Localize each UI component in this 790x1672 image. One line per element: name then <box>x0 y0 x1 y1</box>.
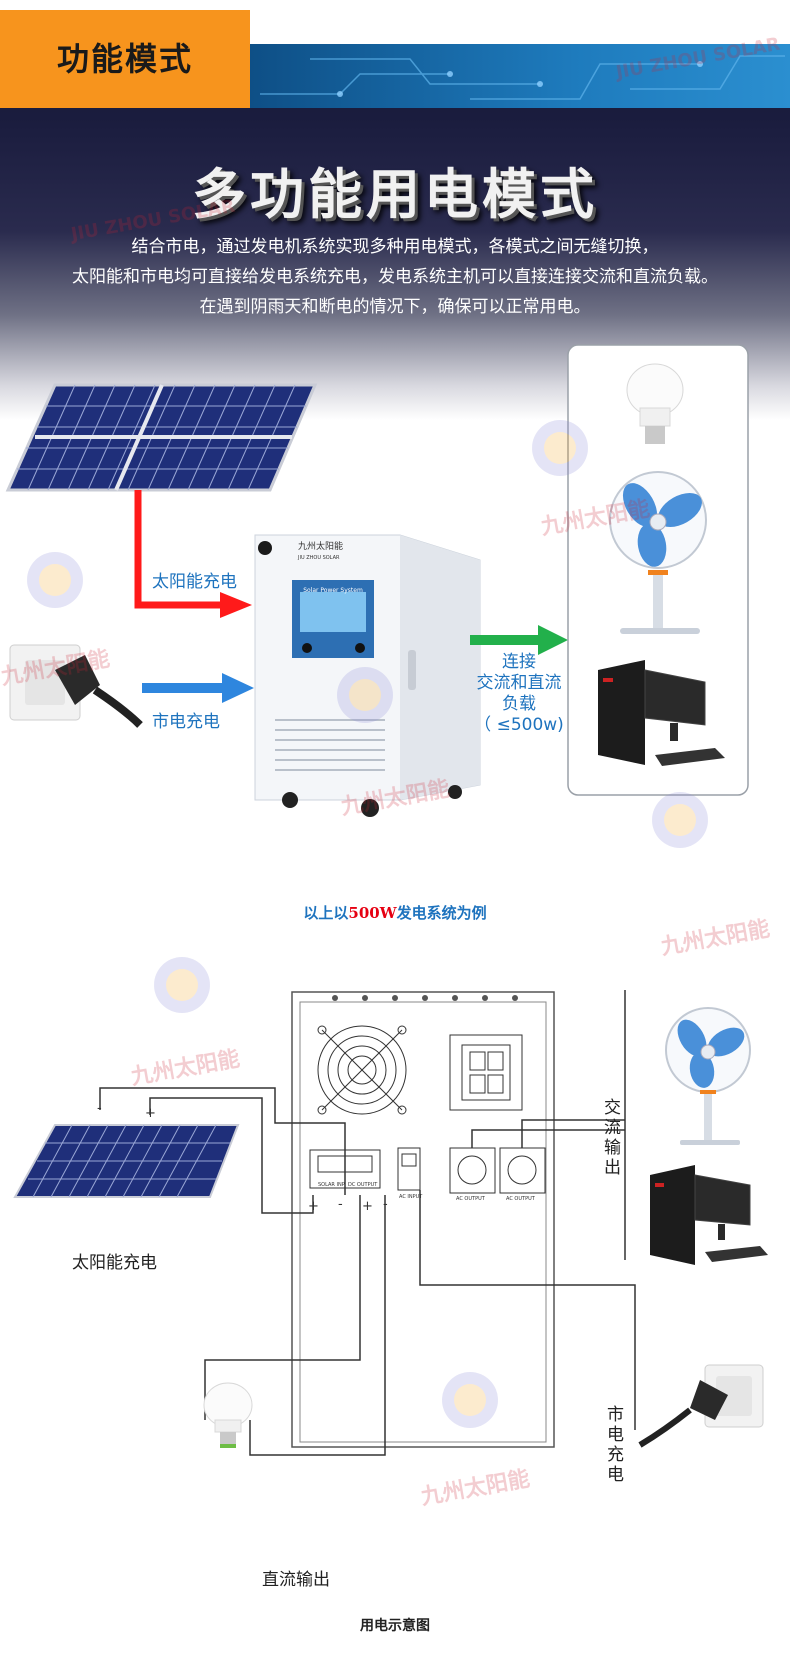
solar-arrow <box>134 490 252 618</box>
watermark-logo-1 <box>27 552 83 608</box>
solar-panel-image <box>5 383 318 492</box>
port-label-dc: DC OUTPUT <box>348 1182 378 1188</box>
watermark-logo-6 <box>442 1372 498 1428</box>
hero-line-3: 在遇到阴雨天和断电的情况下，确保可以正常用电。 <box>199 297 591 317</box>
computer-image <box>598 660 725 766</box>
section-tab-label: 功能模式 <box>56 40 193 78</box>
wiring <box>99 990 636 1456</box>
hero-line-2: 太阳能和市电均可直接给发电系统充电，发电系统主机可以直接连接交流和直流负载。 <box>72 267 718 287</box>
port-label-solar: SOLAR INP <box>318 1182 345 1188</box>
port-label-acout-1: AC OUTPUT <box>456 1196 486 1202</box>
port-label-acin: AC INPUT <box>399 1194 423 1200</box>
caption-pre: 以上以 <box>303 904 349 922</box>
section-tab <box>0 10 250 108</box>
cabinet-outline <box>291 991 555 1448</box>
output-label: 连接 交流和直流 负载 （ ≤500w) <box>465 652 573 736</box>
watermark-logo-2 <box>337 667 393 723</box>
panel-minus-2: - <box>383 1197 388 1212</box>
switch-icon <box>449 1034 523 1111</box>
port-label-acout-2: AC OUTPUT <box>506 1196 536 1202</box>
hero-title: 多功能用电模式 <box>192 163 598 226</box>
unit-screen-text: Solar Power System <box>303 587 363 594</box>
caption-post: 发电系统为例 <box>396 904 487 922</box>
unit-brand-en: JIU ZHOU SOLAR <box>297 555 340 561</box>
bulb-small-image <box>203 1382 253 1448</box>
watermark-logo-3 <box>532 420 588 476</box>
power-unit-image: Solar Power System 九州太阳能 JIU ZHOU SOLAR <box>254 534 481 817</box>
output-arrow <box>470 625 568 655</box>
solar-panel-small-image <box>13 1124 240 1198</box>
loads-box <box>567 344 749 796</box>
grid-charge-label: 市电充电 <box>152 712 220 732</box>
d2-solar-label: 太阳能充电 <box>72 1253 157 1273</box>
bulb-image <box>626 363 684 444</box>
panel-minus-1: - <box>338 1197 343 1212</box>
diagram-1-caption: 以上以500W发电系统为例 <box>0 902 790 923</box>
caption-highlight: 500W <box>348 904 397 922</box>
watermark-logo-5 <box>154 957 210 1013</box>
wall-socket-small-image <box>638 1364 764 1448</box>
grid-arrow <box>142 673 254 703</box>
output-line-2: 交流和直流 <box>476 673 562 693</box>
output-line-3: 负载 <box>502 694 536 714</box>
hero-line-1: 结合市电，通过发电机系统实现多种用电模式，各模式之间无缝切换， <box>131 237 659 257</box>
diagram-1: Solar Power System 九州太阳能 JIU ZHOU SOLAR <box>5 344 749 848</box>
solar-plus: + <box>145 1106 156 1121</box>
watermark-logo-4 <box>652 792 708 848</box>
solar-charge-label: 太阳能充电 <box>152 572 237 592</box>
panel-plus-1: + <box>308 1199 319 1214</box>
unit-brand: 九州太阳能 <box>298 540 343 552</box>
d2-dc-label: 直流输出 <box>262 1570 330 1590</box>
wall-socket-image <box>9 644 143 728</box>
solar-minus: - <box>97 1101 102 1116</box>
fan-image <box>609 471 707 634</box>
d2-grid-label: 市电充电 <box>607 1405 624 1485</box>
circuit-banner <box>250 44 790 108</box>
fan-small-image <box>665 1007 751 1145</box>
computer-small-image <box>650 1165 768 1265</box>
fan-grill-icon <box>317 1025 407 1115</box>
diagram-2: SOLAR INP DC OUTPUT AC INPUT AC OUTPUT A… <box>13 957 768 1456</box>
output-line-1: 连接 <box>502 652 536 672</box>
circuit-pattern <box>260 55 785 100</box>
diagram-2-caption: 用电示意图 <box>360 1618 430 1634</box>
panel-plus-2: + <box>362 1199 373 1214</box>
d2-ac-label: 交流输出 <box>604 1098 621 1178</box>
output-line-4: （ ≤500w) <box>474 715 564 735</box>
